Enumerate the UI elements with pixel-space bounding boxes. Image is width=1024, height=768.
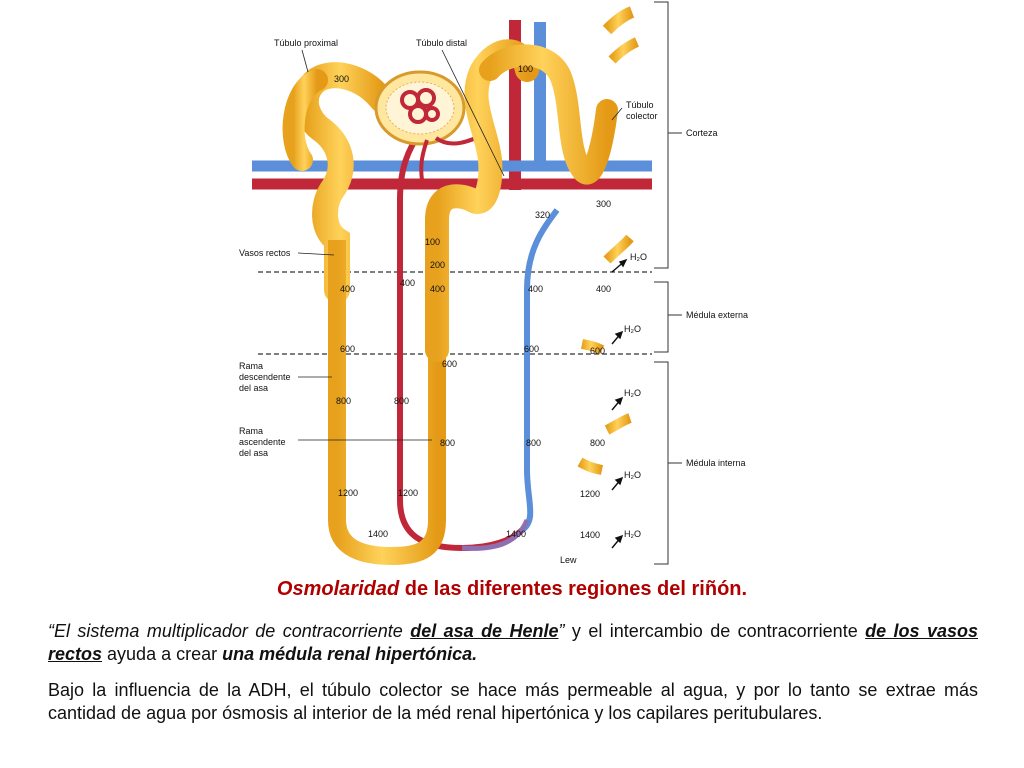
p1-medula: una médula renal hipertónica. [222,644,478,664]
h2o-label: H₂O [630,252,647,262]
corteza-bracket [654,1,669,269]
medula-externa-bracket [654,281,669,353]
osm-value: 400 [528,284,543,294]
p1-quote-end: ” [558,621,565,641]
h2o-label: H₂O [624,324,641,334]
label-corteza: Corteza [686,128,718,138]
osm-value: 320 [535,210,550,220]
osm-value: 600 [524,344,539,354]
label-rama-asc-2: ascendente [239,437,286,447]
osm-value: 800 [590,438,605,448]
osm-value: 1200 [398,488,418,498]
osm-value: 100 [518,64,533,74]
label-tubulo-proximal: Túbulo proximal [274,38,338,48]
h2o-arrows [611,258,628,549]
label-tubulo-colector-2: colector [626,111,658,121]
p1-vasos-rectos: de los vasos rectos [48,621,978,664]
label-rama-asc-3: del asa [239,448,268,458]
p1-henle: del asa de Henle [410,621,559,641]
osm-value: 800 [336,396,351,406]
osm-value: 400 [340,284,355,294]
h2o-label: H₂O [624,470,641,480]
label-vasos-rectos: Vasos rectos [239,248,291,258]
label-medula-externa: Médula externa [686,310,748,320]
caption-highlight: Osmolaridad [276,578,400,600]
osm-value: 600 [590,346,605,356]
label-signature: Lew [560,555,577,565]
label-rama-desc-1: Rama [239,361,263,371]
p1-quote-start: “El sistema multiplicador de contracorri… [48,621,411,641]
label-rama-asc-1: Rama [239,426,263,436]
label-tubulo-colector-1: Túbulo [626,100,654,110]
nephron-diagram: Túbulo proximal Túbulo distal Túbulo col… [222,0,790,572]
caption-rest: de las diferentes regiones del riñón. [399,578,748,600]
paragraph-1: “El sistema multiplicador de contracorri… [48,620,978,666]
osm-value: 400 [596,284,611,294]
p1-text-3: ayuda a crear [102,644,223,664]
paragraph-2: Bajo la influencia de la ADH, el túbulo … [48,680,978,723]
p1-text-2: y el intercambio de contracorriente [564,621,866,641]
osm-value: 1200 [580,489,600,499]
osm-value: 800 [394,396,409,406]
osm-value: 600 [442,359,457,369]
osm-value: 300 [334,74,349,84]
osm-value: 1400 [368,529,388,539]
label-medula-interna: Médula interna [686,458,746,468]
h2o-label: H₂O [624,529,641,539]
osm-value: 1400 [506,529,526,539]
label-rama-desc-2: descendente [239,372,291,382]
descending-limb [328,240,446,566]
figure-caption: Osmolaridad de las diferentes regiones d… [0,578,1024,601]
h2o-label: H₂O [624,388,641,398]
proximal-tubule [292,62,395,303]
osm-value: 800 [526,438,541,448]
vasa-recta-blue [520,208,560,533]
osm-value: 100 [425,237,440,247]
osm-value: 1200 [338,488,358,498]
osm-value: 400 [430,284,445,294]
label-rama-desc-3: del asa [239,383,268,393]
osm-value: 600 [340,344,355,354]
glomerulus [374,70,466,146]
osm-value: 200 [430,260,445,270]
label-tubulo-distal: Túbulo distal [416,38,467,48]
osm-value: 300 [596,199,611,209]
osm-value: 800 [440,438,455,448]
osm-value: 400 [400,278,415,288]
osm-value: 1400 [580,530,600,540]
